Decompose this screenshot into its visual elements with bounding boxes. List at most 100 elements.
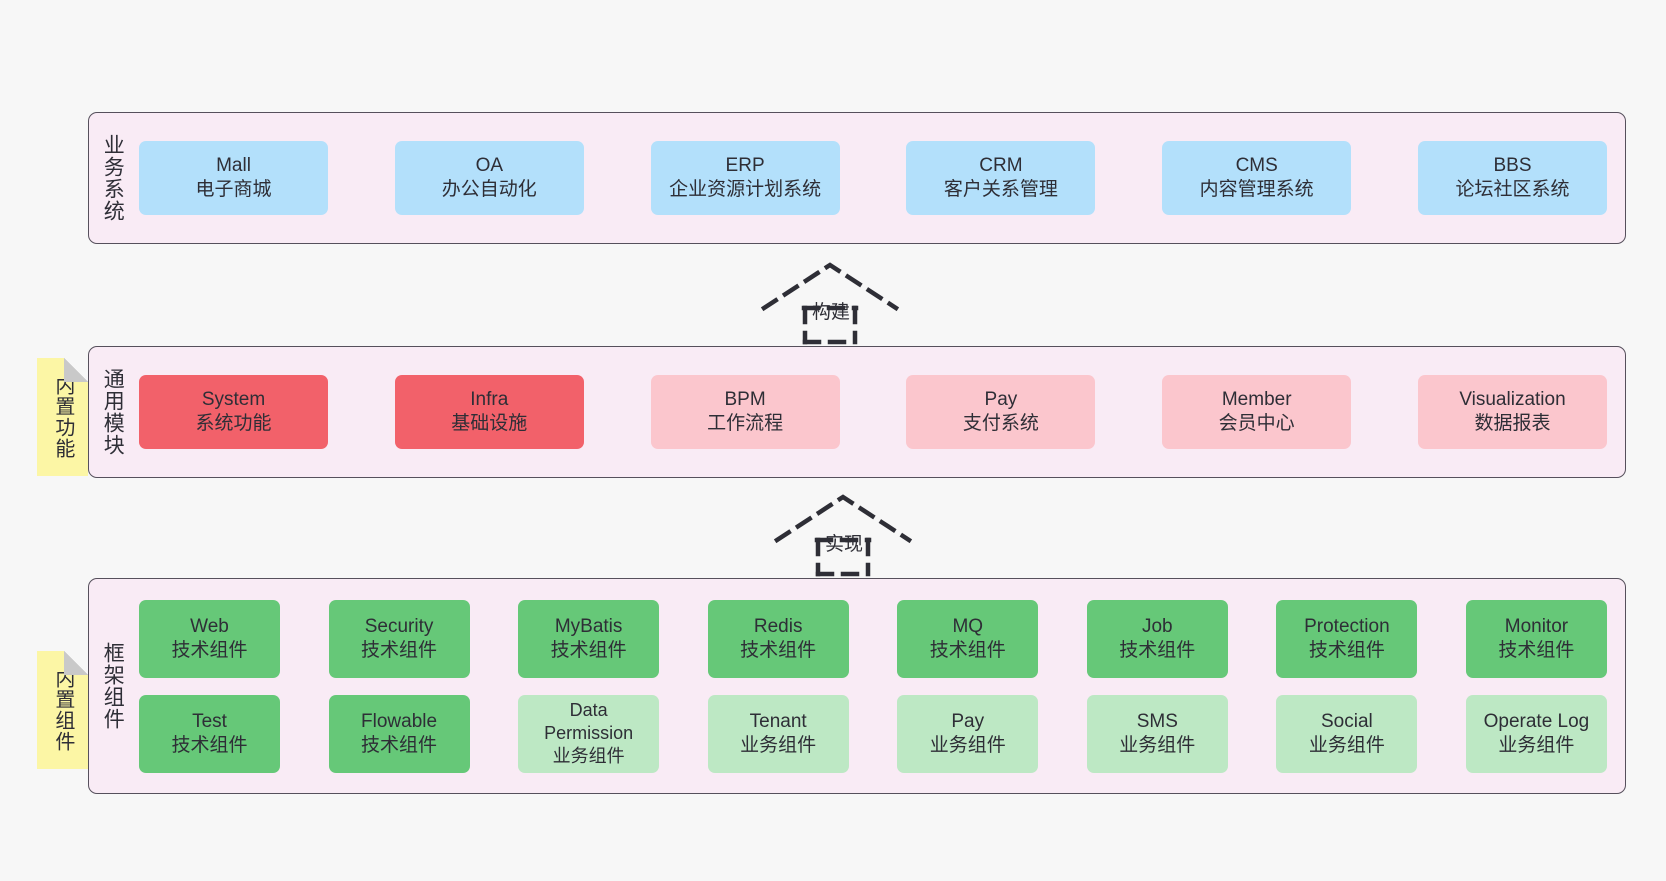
card-title: Data Permission xyxy=(544,700,634,744)
card-visualization[interactable]: Visualization 数据报表 xyxy=(1417,375,1607,449)
card-subtitle: 技术组件 xyxy=(929,639,1006,661)
card-subtitle: 技术组件 xyxy=(740,639,817,661)
card-pay-business[interactable]: Pay 业务组件 xyxy=(897,694,1039,773)
card-title: SMS xyxy=(1136,710,1178,732)
layer-framework-components: 框架组件 Web 技术组件 Security 技术组件 MyBatis 技术组件… xyxy=(88,578,1626,794)
arrow-build: 构建 xyxy=(760,262,900,345)
layer-body-framework-components: Web 技术组件 Security 技术组件 MyBatis 技术组件 Redi… xyxy=(135,579,1625,793)
card-subtitle: 客户关系管理 xyxy=(943,179,1058,200)
card-row: Mall 电子商城 OA 办公自动化 ERP 企业资源计划系统 CRM 客户关系… xyxy=(139,141,1607,215)
card-mq[interactable]: MQ 技术组件 xyxy=(897,599,1039,678)
card-subtitle: 技术组件 xyxy=(171,734,248,756)
card-title: System xyxy=(201,389,266,411)
card-subtitle: 技术组件 xyxy=(1119,639,1196,661)
card-subtitle: 技术组件 xyxy=(1498,639,1575,661)
card-bpm[interactable]: BPM 工作流程 xyxy=(650,375,840,449)
arrow-build-glyph xyxy=(760,262,900,345)
card-subtitle: 业务组件 xyxy=(1119,734,1196,756)
arrow-implement: 实现 xyxy=(773,494,913,577)
card-subtitle: 数据报表 xyxy=(1474,413,1551,434)
card-subtitle: 系统功能 xyxy=(195,413,272,434)
card-title: BPM xyxy=(724,389,766,411)
sticky-note-label: 内置功能 xyxy=(51,375,74,459)
card-title: Flowable xyxy=(361,710,438,732)
card-row: Web 技术组件 Security 技术组件 MyBatis 技术组件 Redi… xyxy=(139,599,1607,678)
card-subtitle: 技术组件 xyxy=(1308,639,1385,661)
card-data-permission[interactable]: Data Permission 业务组件 xyxy=(518,694,660,773)
card-title: Pay xyxy=(951,710,985,732)
card-subtitle: 技术组件 xyxy=(361,734,438,756)
card-member[interactable]: Member 会员中心 xyxy=(1162,375,1352,449)
card-subtitle: 基础设施 xyxy=(451,413,528,434)
card-title: Tenant xyxy=(749,710,807,732)
card-title: Operate Log xyxy=(1483,710,1590,732)
card-protection[interactable]: Protection 技术组件 xyxy=(1276,599,1418,678)
card-title: MyBatis xyxy=(554,615,623,637)
card-subtitle: 会员中心 xyxy=(1218,413,1295,434)
card-title: CMS xyxy=(1235,155,1278,177)
card-monitor[interactable]: Monitor 技术组件 xyxy=(1465,599,1607,678)
card-title: Mall xyxy=(216,155,251,177)
card-subtitle: 内容管理系统 xyxy=(1199,179,1314,200)
card-mall[interactable]: Mall 电子商城 xyxy=(139,141,328,215)
card-subtitle: 业务组件 xyxy=(740,734,817,756)
card-subtitle: 企业资源计划系统 xyxy=(669,179,822,200)
arrow-implement-glyph xyxy=(773,494,913,577)
card-job[interactable]: Job 技术组件 xyxy=(1086,599,1228,678)
card-title: Member xyxy=(1221,389,1292,411)
card-title: MQ xyxy=(952,615,984,637)
card-subtitle: 论坛社区系统 xyxy=(1455,179,1570,200)
card-title: Protection xyxy=(1304,615,1390,637)
arrow-build-label: 构建 xyxy=(812,302,851,323)
layer-label-business-systems: 业务系统 xyxy=(101,134,125,222)
card-system[interactable]: System 系统功能 xyxy=(139,375,328,449)
card-subtitle: 办公自动化 xyxy=(441,179,537,200)
card-flowable[interactable]: Flowable 技术组件 xyxy=(328,694,470,773)
card-social[interactable]: Social 业务组件 xyxy=(1276,694,1418,773)
card-pay[interactable]: Pay 支付系统 xyxy=(906,375,1096,449)
card-oa[interactable]: OA 办公自动化 xyxy=(394,141,584,215)
card-title: Redis xyxy=(753,615,803,637)
card-title: Web xyxy=(190,615,229,637)
card-title: ERP xyxy=(725,155,765,177)
card-title: BBS xyxy=(1493,155,1532,177)
card-title: Infra xyxy=(470,389,509,411)
card-infra[interactable]: Infra 基础设施 xyxy=(394,375,584,449)
card-crm[interactable]: CRM 客户关系管理 xyxy=(906,141,1096,215)
card-tenant[interactable]: Tenant 业务组件 xyxy=(707,694,849,773)
card-cms[interactable]: CMS 内容管理系统 xyxy=(1162,141,1352,215)
card-subtitle: 技术组件 xyxy=(361,639,438,661)
card-title: OA xyxy=(475,155,504,177)
card-subtitle: 技术组件 xyxy=(171,639,248,661)
card-test[interactable]: Test 技术组件 xyxy=(139,694,280,773)
folded-corner-icon xyxy=(64,651,88,675)
card-web[interactable]: Web 技术组件 xyxy=(139,599,280,678)
card-subtitle: 业务组件 xyxy=(929,734,1006,756)
card-security[interactable]: Security 技术组件 xyxy=(328,599,470,678)
card-redis[interactable]: Redis 技术组件 xyxy=(707,599,849,678)
layer-body-common-modules: System 系统功能 Infra 基础设施 BPM 工作流程 Pay 支付系统… xyxy=(135,347,1625,477)
card-row: Test 技术组件 Flowable 技术组件 Data Permission … xyxy=(139,694,1607,773)
arrow-implement-label: 实现 xyxy=(825,534,864,555)
card-subtitle: 业务组件 xyxy=(1498,734,1575,756)
card-title: Security xyxy=(364,615,434,637)
card-bbs[interactable]: BBS 论坛社区系统 xyxy=(1417,141,1607,215)
sticky-note-label: 内置组件 xyxy=(51,668,74,752)
card-row: System 系统功能 Infra 基础设施 BPM 工作流程 Pay 支付系统… xyxy=(139,375,1607,449)
card-operate-log[interactable]: Operate Log 业务组件 xyxy=(1465,694,1607,773)
layer-label-common-modules: 通用模块 xyxy=(101,368,125,456)
card-title: Visualization xyxy=(1459,389,1566,411)
layer-body-business-systems: Mall 电子商城 OA 办公自动化 ERP 企业资源计划系统 CRM 客户关系… xyxy=(135,113,1625,243)
card-title: Job xyxy=(1141,615,1173,637)
card-mybatis[interactable]: MyBatis 技术组件 xyxy=(518,599,660,678)
card-sms[interactable]: SMS 业务组件 xyxy=(1086,694,1228,773)
card-subtitle: 业务组件 xyxy=(1308,734,1385,756)
layer-business-systems: 业务系统 Mall 电子商城 OA 办公自动化 ERP 企业资源计划系统 CRM… xyxy=(88,112,1626,244)
card-subtitle: 技术组件 xyxy=(550,639,627,661)
sticky-note-builtin-components: 内置组件 xyxy=(37,651,88,769)
card-subtitle: 电子商城 xyxy=(195,179,272,200)
folded-corner-icon xyxy=(64,358,88,382)
card-title: CRM xyxy=(979,155,1023,177)
card-erp[interactable]: ERP 企业资源计划系统 xyxy=(650,141,840,215)
